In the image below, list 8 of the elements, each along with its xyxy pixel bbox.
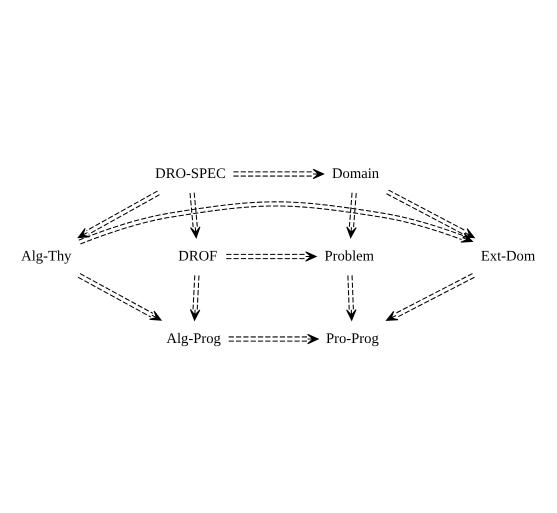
node-text: DRO-SPEC — [155, 166, 226, 182]
node-text: Problem — [324, 248, 374, 264]
node-text: DROF — [178, 248, 218, 264]
node-text: Domain — [332, 166, 380, 182]
node-text: Ext-Dom — [480, 248, 536, 264]
node-text: Alg-Thy — [21, 248, 72, 264]
node-text: Alg-Prog — [166, 330, 221, 347]
node-text: Pro-Prog — [326, 330, 379, 347]
